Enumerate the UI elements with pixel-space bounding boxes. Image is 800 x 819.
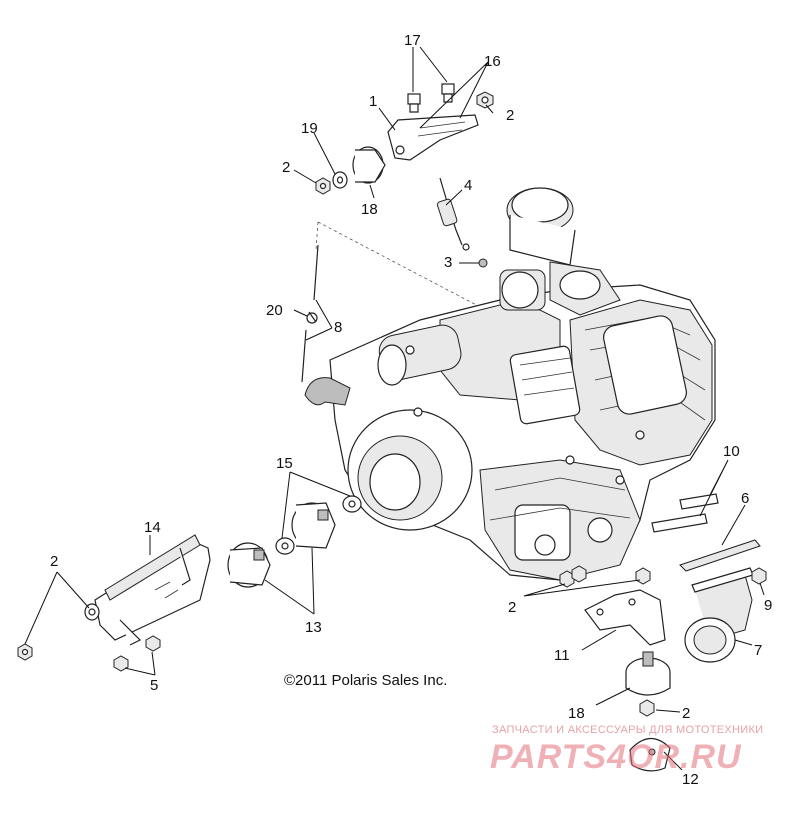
nut-2-top — [476, 91, 494, 109]
mount-18-top — [352, 146, 386, 184]
callout-2: 2 — [50, 553, 58, 570]
callout-11: 11 — [554, 647, 570, 664]
rod-8 — [301, 244, 319, 383]
callout-6: 6 — [741, 490, 749, 507]
nut-2-far-left — [17, 643, 33, 661]
washer-15 — [275, 495, 362, 555]
callout-18: 18 — [568, 705, 585, 722]
callout-3: 3 — [444, 254, 452, 271]
bolts-10 — [651, 493, 719, 533]
nut-9 — [751, 567, 767, 585]
mount-18-bottom — [625, 651, 671, 696]
plate-12 — [629, 737, 671, 772]
sensor-4 — [436, 177, 470, 251]
callout-10: 10 — [723, 443, 740, 460]
watermark-tagline: ЗАПЧАСТИ И АКСЕССУАРЫ ДЛЯ МОТОТЕХНИКИ — [492, 724, 764, 736]
nut-3 — [478, 258, 488, 268]
leader-lines — [24, 46, 765, 771]
bolt-17 — [407, 83, 455, 113]
washer-19 — [332, 171, 348, 189]
callout-16: 16 — [484, 53, 501, 70]
nut-5 — [113, 635, 161, 672]
callout-12: 12 — [682, 771, 699, 788]
mount-13-right — [291, 502, 336, 549]
callout-8: 8 — [334, 319, 342, 336]
callout-13: 13 — [305, 619, 322, 636]
callout-7: 7 — [754, 642, 762, 659]
watermark-logo: PARTS4OR.RU — [490, 738, 742, 776]
callout-5: 5 — [150, 677, 158, 694]
callout-4: 4 — [464, 177, 472, 194]
callout-1: 1 — [369, 93, 377, 110]
callout-20: 20 — [266, 302, 283, 319]
callout-14: 14 — [144, 519, 161, 536]
engine-assembly — [304, 187, 716, 581]
gasket-6 — [679, 539, 761, 572]
upper-mount-bracket — [387, 114, 479, 161]
exhaust-7 — [684, 567, 754, 663]
callouts: 17 16 1 2 19 2 18 4 3 20 8 10 15 6 14 2 … — [50, 32, 772, 788]
bracket-14 — [94, 534, 211, 646]
callout-19: 19 — [301, 120, 318, 137]
callout-2: 2 — [508, 599, 516, 616]
callout-2: 2 — [682, 705, 690, 722]
nut-2-bottom — [639, 699, 655, 717]
callout-17: 17 — [404, 32, 421, 49]
callout-9: 9 — [764, 597, 772, 614]
nut-2-left — [315, 177, 331, 195]
callout-15: 15 — [276, 455, 293, 472]
bracket-11 — [584, 589, 666, 646]
callout-18: 18 — [361, 201, 378, 218]
mount-13-left — [227, 542, 271, 588]
copyright-text: ©2011 Polaris Sales Inc. — [284, 672, 448, 689]
callout-2: 2 — [282, 159, 290, 176]
callout-2: 2 — [506, 107, 514, 124]
